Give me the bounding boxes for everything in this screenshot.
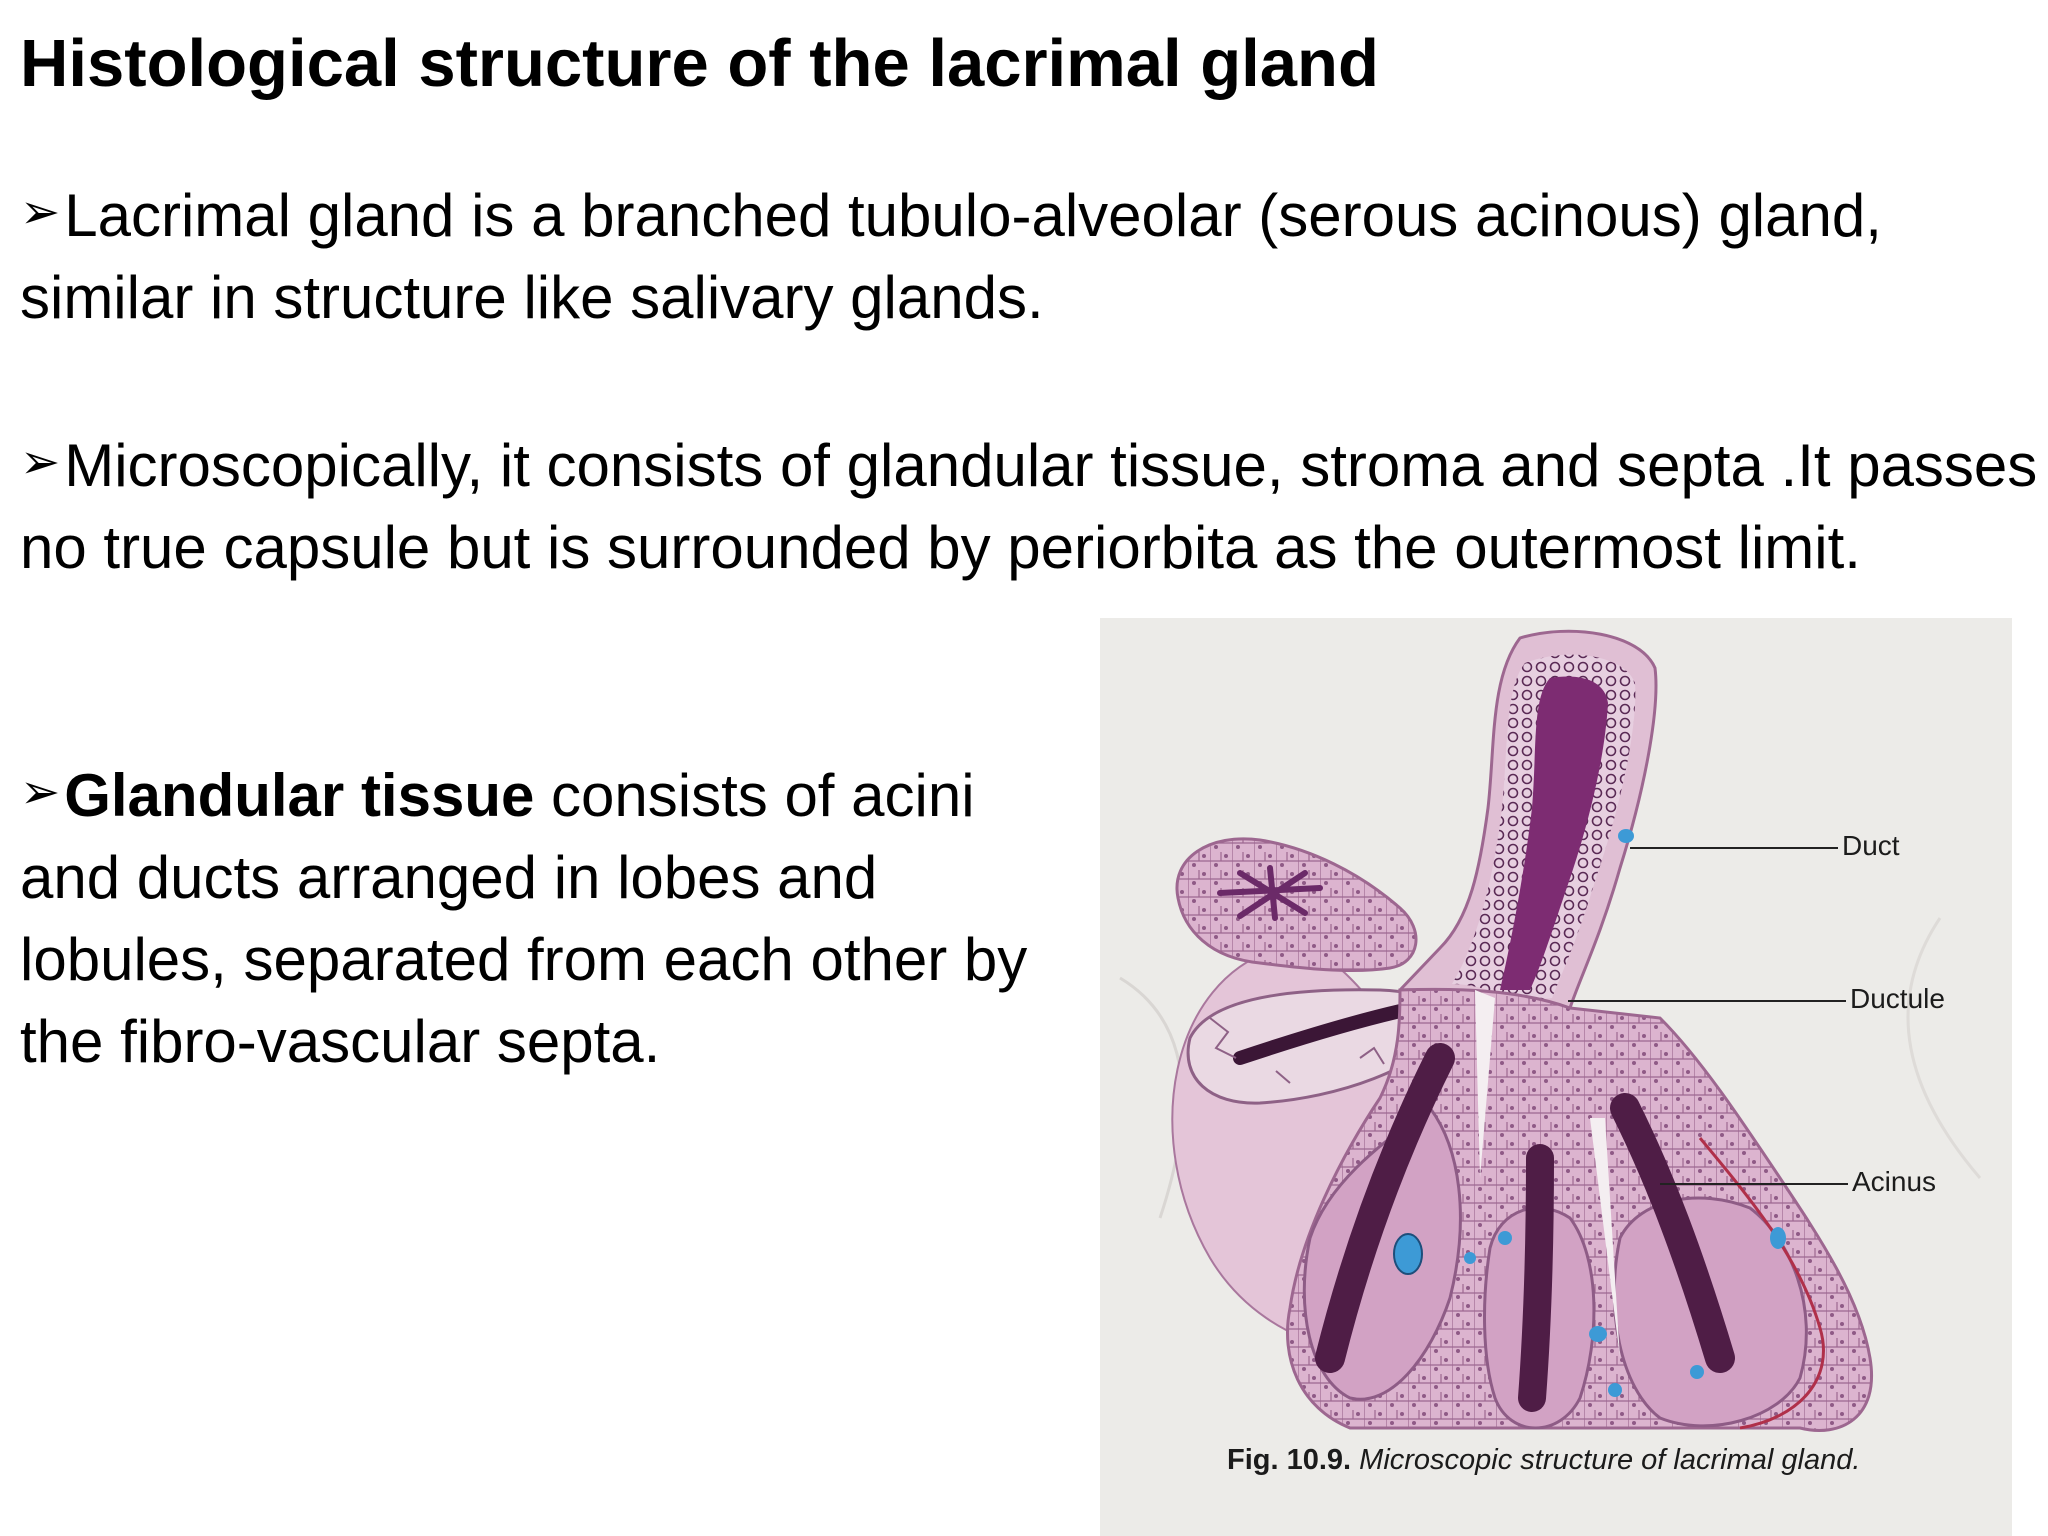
arrow-bullet-icon: ➢ xyxy=(20,436,61,489)
ductule-label: Ductule xyxy=(1850,983,1945,1014)
gland-illustration xyxy=(1119,629,1982,1432)
bullet-text: consists of acini and ducts arranged in … xyxy=(20,762,1028,1075)
arrow-bullet-icon: ➢ xyxy=(20,766,61,819)
bullet-item: ➢Glandular tissue consists of acini and … xyxy=(20,752,1040,1083)
bullet-text: Microscopically, it consists of glandula… xyxy=(20,432,2038,581)
figure-description: Microscopic structure of lacrimal gland. xyxy=(1351,1444,1861,1476)
bullet-bold-term: Glandular tissue xyxy=(64,762,535,829)
bullet-text: Lacrimal gland is a branched tubulo-alve… xyxy=(20,182,1882,331)
bullet-item: ➢Microscopically, it consists of glandul… xyxy=(20,422,2040,589)
acinus-label: Acinus xyxy=(1852,1166,1937,1197)
slide-title: Histological structure of the lacrimal g… xyxy=(20,26,1379,101)
figure-caption: Fig. 10.9. Microscopic structure of lacr… xyxy=(1227,1444,1860,1477)
arrow-bullet-icon: ➢ xyxy=(20,186,61,239)
bullet-item: ➢Lacrimal gland is a branched tubulo-alv… xyxy=(20,172,2020,339)
figure-number: Fig. 10.9. xyxy=(1227,1444,1352,1476)
duct-label: Duct xyxy=(1842,830,1900,861)
lacrimal-gland-figure: Duct Ductule Acinus Fig. 10.9. Microscop… xyxy=(1100,618,2012,1536)
